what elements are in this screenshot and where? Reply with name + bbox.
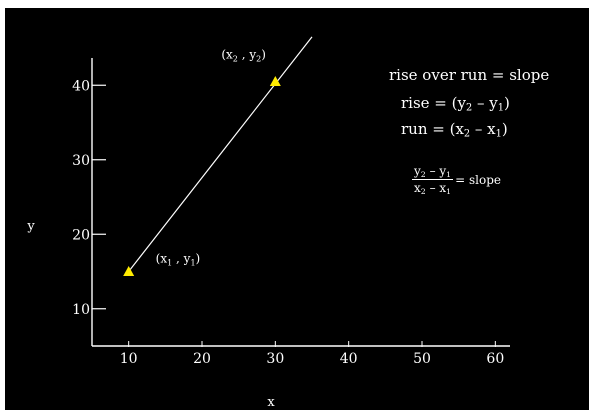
x-tick-label: 50 xyxy=(413,351,431,367)
x-tick-label: 20 xyxy=(193,351,211,367)
x-axis-label: x xyxy=(267,395,275,410)
chart-frame: 10 20 30 40 50 60 10 20 30 40 x y (x1 , y1) (x2 , y2)… xyxy=(5,8,589,410)
point-marker xyxy=(269,76,281,87)
rise-formula: rise = (y2 – y1) xyxy=(401,94,510,114)
x-tick-label: 10 xyxy=(120,351,138,367)
x-tick-label: 60 xyxy=(486,351,504,367)
slope-chart: 10 20 30 40 50 60 10 20 30 40 x y (x1 , y1) (x2 , y2) xyxy=(26,36,510,410)
fraction-result: = slope xyxy=(455,172,502,187)
point-marker xyxy=(123,266,135,276)
slope-fraction: y2 – y1 x2 – x1 = slope xyxy=(412,164,501,195)
y-axis-label: y xyxy=(26,219,35,234)
fraction-numerator: y2 – y1 xyxy=(412,164,454,180)
y-tick-label: 20 xyxy=(72,227,90,243)
slope-definition-title: rise over run = slope xyxy=(389,66,550,84)
slope-line xyxy=(128,36,313,272)
x-tick-label: 30 xyxy=(266,351,284,367)
y-tick-label: 40 xyxy=(72,78,90,94)
y-tick-label: 30 xyxy=(72,153,90,169)
run-formula: run = (x2 – x1) xyxy=(401,120,508,140)
point-label: (x1 , y1) xyxy=(156,252,201,268)
point-label: (x2 , y2) xyxy=(221,48,266,64)
x-tick-label: 40 xyxy=(340,351,358,367)
y-tick-label: 10 xyxy=(72,302,90,318)
fraction-denominator: x2 – x1 xyxy=(414,181,452,196)
